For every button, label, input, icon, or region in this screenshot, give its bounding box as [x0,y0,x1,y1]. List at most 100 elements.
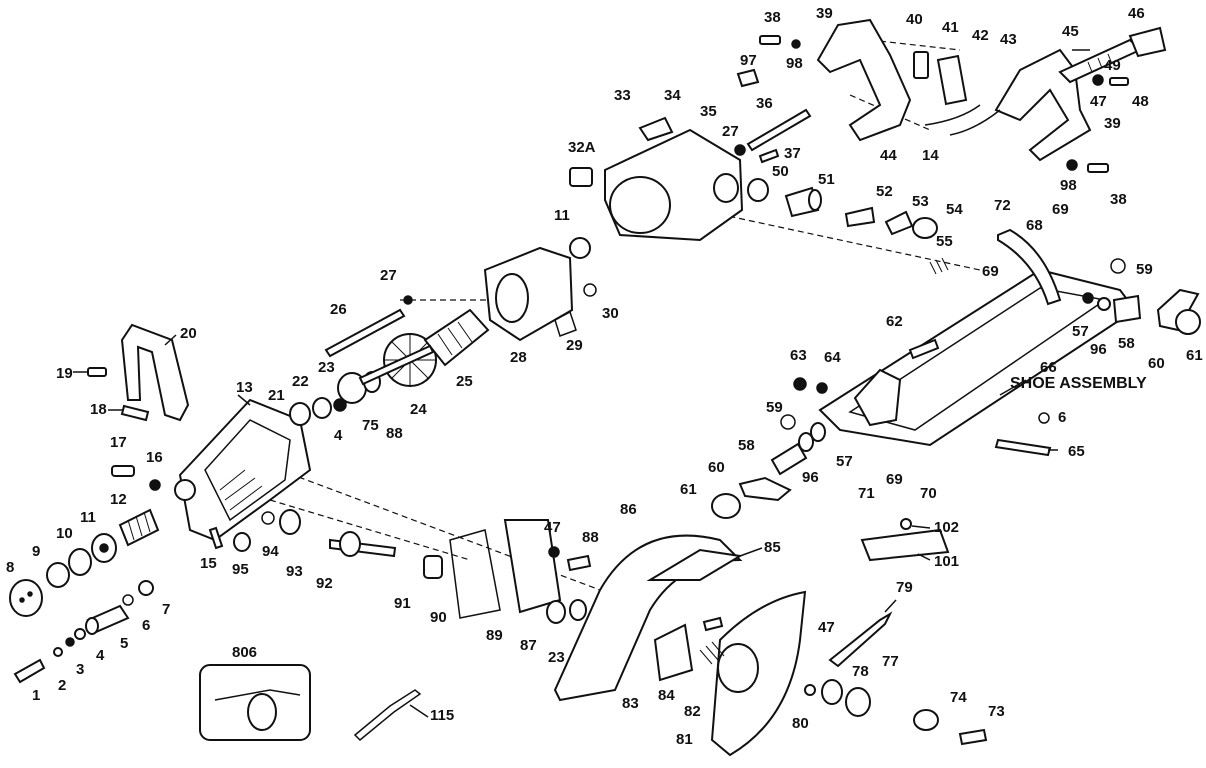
callout-66: 66 [1040,359,1057,376]
callout-8: 8 [6,559,14,576]
part-78-washer [821,679,843,705]
part-26-screw [324,308,406,358]
callout-97: 97 [740,52,757,69]
callout-47: 47 [1090,93,1107,110]
callout-6: 6 [142,617,150,634]
part-61-knob [711,493,741,519]
callout-98: 98 [786,55,803,72]
callout-9: 9 [32,543,40,560]
callout-43: 43 [1000,31,1017,48]
callout-89: 89 [486,627,503,644]
part-98-nut-b [1066,159,1078,171]
callout-62: 62 [886,313,903,330]
callout-5: 5 [120,635,128,652]
callout-27: 27 [380,267,397,284]
callout-92: 92 [316,575,333,592]
callout-34: 34 [664,87,681,104]
callout-95: 95 [232,561,249,578]
callout-93: 93 [286,563,303,580]
callout-37: 37 [784,145,801,162]
part-38-screw-b [1087,163,1109,173]
part-11-bearing-b [569,237,591,259]
callout-10: 10 [56,525,73,542]
callout-24: 24 [410,401,427,418]
callout-98b: 98 [1060,177,1077,194]
part-38-screw [759,35,781,45]
callout-32a: 32A [568,139,596,156]
callout-47c: 47 [818,619,835,636]
callout-72: 72 [994,197,1011,214]
callout-115: 115 [430,707,454,724]
callout-30: 30 [602,305,619,322]
part-51-cap [784,186,822,218]
part-102-screw [900,518,912,530]
part-17-screw [111,465,135,477]
part-96-washer-b [1097,297,1111,311]
part-23-bearing-b [569,599,587,621]
callout-55: 55 [936,233,953,250]
part-13-gear-housing [174,398,312,542]
callout-59: 59 [1136,261,1153,278]
callout-42: 42 [972,27,989,44]
part-9-ring [46,562,70,588]
part-95-bushing [233,532,251,552]
callout-806: 806 [232,644,257,661]
callout-13: 13 [236,379,253,396]
callout-23b: 23 [548,649,565,666]
part-94-ring [261,511,275,525]
callout-1: 1 [32,687,40,704]
part-34-plate [638,116,674,142]
part-68-quadrant [997,228,1062,306]
callout-23: 23 [318,359,335,376]
part-63-nut [793,377,807,391]
callout-69c: 69 [886,471,903,488]
part-97-plug [736,68,760,88]
callout-49: 49 [1104,57,1121,74]
part-18-screw [120,404,150,422]
callout-65: 65 [1068,443,1085,460]
part-55-spring [929,257,949,275]
callout-68: 68 [1026,217,1043,234]
part-54-disc [912,217,938,239]
part-37-screw [758,148,780,164]
callout-11b: 11 [554,207,570,224]
callout-82: 82 [684,703,701,720]
part-48-screw [1109,77,1129,86]
part-5-spindle [85,604,130,635]
part-19-screw [87,367,107,377]
callout-88b: 88 [582,529,599,546]
part-58-knob [770,442,808,476]
part-7-washer [138,580,154,596]
part-1-pin [13,658,46,684]
callout-54: 54 [946,201,963,218]
callout-101: 101 [934,553,959,570]
callout-84: 84 [658,687,675,704]
callout-94: 94 [262,543,279,560]
part-53-clip [884,210,914,236]
part-73-screw [958,728,988,746]
callout-38: 38 [764,9,781,26]
part-89-gear-case [503,519,562,614]
part-62-screw [908,338,940,360]
callout-59b: 59 [766,399,783,416]
part-65-pin [994,438,1052,457]
part-86-upper-guard [553,534,743,702]
part-82-spring [699,641,725,665]
callout-6b: 6 [1058,409,1066,426]
part-3-washer [65,637,75,647]
part-27-nut [403,295,413,305]
part-79-arm [828,611,893,668]
part-44-wires [924,104,1001,136]
part-71-bracket [853,368,902,427]
callout-58: 58 [1118,335,1135,352]
callout-12: 12 [110,491,127,508]
part-84-screw [702,616,724,632]
callout-28: 28 [510,349,527,366]
callout-26: 26 [330,301,347,318]
callout-90: 90 [430,609,447,626]
callout-4: 4 [96,647,105,664]
part-28-field [483,246,574,342]
callout-22: 22 [292,373,309,390]
callout-45: 45 [1062,23,1079,40]
part-91-bushing [423,555,443,579]
